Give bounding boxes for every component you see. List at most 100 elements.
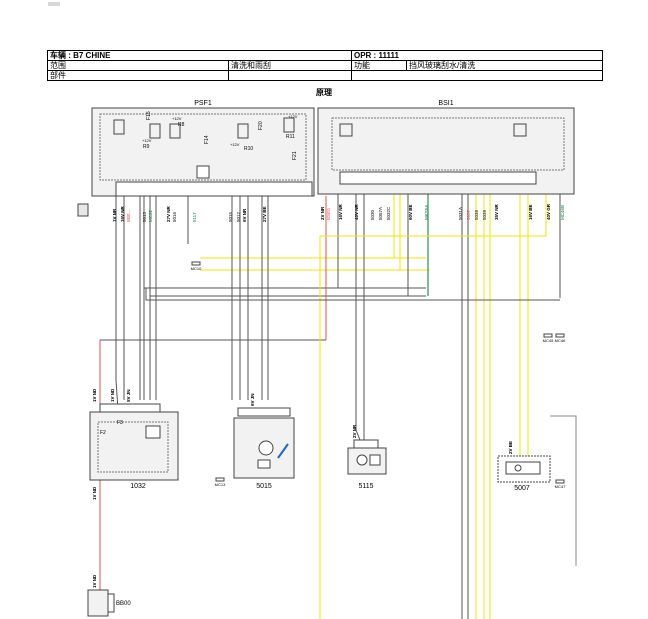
bsi1-wire-5031a: 5031A (458, 207, 463, 220)
supply-4: +12V (288, 114, 298, 119)
c1032-connector (99, 403, 161, 413)
cross-wire (145, 288, 560, 301)
bsi1-conn-16v-be: 16V BE (528, 204, 533, 220)
bsi1-wire-bsi01: BSI01 (326, 207, 331, 220)
bsi1-wire-5039: 5039 (482, 209, 487, 220)
fuse-f15-label: F15 (146, 111, 152, 120)
bb00-terminal (107, 593, 115, 613)
fuse-f14-label: F14 (204, 135, 210, 144)
bsi1-connector (339, 171, 537, 185)
motor-icon (258, 440, 274, 456)
psf1-switch (113, 119, 125, 135)
bsi1-drop-2 (355, 194, 361, 441)
ground-mc10 (191, 261, 201, 266)
header-table: 车辆 : B7 CHINE OPR : 11111 范围 清洗和雨刮 功能 挡风… (47, 50, 603, 81)
relay-r8 (149, 123, 161, 139)
wire-layer (99, 194, 577, 619)
bsi1-conn-60v-be: 60V BE (408, 204, 413, 220)
psf1-module (196, 165, 210, 179)
pump-icon (356, 454, 368, 466)
bsi1-wire-mc46b: MC46B (560, 205, 565, 220)
psf1-connector (115, 181, 313, 197)
c1032-conn-1v-nd: 1V ND (92, 388, 97, 402)
c5015-module (257, 459, 271, 469)
psf1-conn-16v-nr: 16V NR (120, 205, 125, 222)
c5115-module (369, 454, 381, 466)
diagram-title: 原理 (316, 88, 332, 97)
unit-1032: 1032 F2 F3 (89, 403, 179, 490)
bb00-box (87, 589, 109, 617)
fuse-f2-label: F2 (100, 430, 106, 436)
unit-bb00: BB00 (87, 589, 131, 617)
bsi1-wire-5057a: 5057A (378, 207, 383, 220)
supply-3: +12V (230, 142, 240, 147)
psf1-wire-5013: 5013 (142, 211, 147, 222)
psf1-conn-27v-be: 27V BE (262, 206, 267, 222)
ground-mc45-label: MC45 (543, 338, 554, 343)
unit-5015: 5015 (233, 407, 295, 490)
ground-mc10-label: MC10 (191, 266, 202, 271)
c5015-conn-6v-jn: 6V JN (250, 393, 255, 406)
unit-5007: 5007 (497, 455, 551, 492)
unit-5115: 5115 (347, 439, 387, 490)
scan-mark (48, 2, 60, 6)
psf1-label: PSF1 (194, 100, 212, 107)
ground-mc13 (215, 477, 225, 482)
relay-r9 (169, 123, 181, 139)
c5115-conn-2v-nr: 2V NR (352, 424, 357, 438)
unit-psf1: PSF1 R8 R9 R10 R11 F15 F14 F20 F21 +12V … (91, 100, 315, 197)
psf1-wire-5012: 5012 (236, 211, 241, 222)
psf1-conn-1v-nr: 1V NR (112, 208, 117, 222)
psf1-side-component (77, 203, 89, 217)
c1032-module (145, 425, 161, 439)
wiper-arm-icon (277, 443, 289, 459)
ground-mc45 (543, 333, 553, 338)
bsi1-wire-5032c: 5032C (386, 206, 391, 220)
bsi1-inner (331, 117, 565, 171)
psf1-box (91, 107, 315, 197)
psf1-inner (99, 113, 307, 181)
ground-mc46-label: MC46 (555, 338, 566, 343)
psf1-wire-bb0: BB0... (126, 210, 131, 222)
bsi1-wire-5038: 5038 (474, 209, 479, 220)
bsi1-conn-40v-nr: 40V NR (354, 203, 359, 220)
c5007-label: 5007 (514, 485, 530, 492)
bsi1-wire-5037: 5037 (466, 209, 471, 220)
psf1-drop-1 (115, 196, 119, 411)
bsi1-yellow-loop (319, 194, 547, 619)
bsi1-conn-16v-nr: 16V NR (338, 203, 343, 220)
relay-r9-label: R9 (143, 144, 150, 150)
c5007-box (497, 455, 551, 483)
supply-1: +12V (172, 116, 182, 121)
supply-2: +12V (142, 138, 152, 143)
bb00-conn-1v-nd: 1V ND (92, 574, 97, 588)
psf1-conn-27v-nr: 27V NR (166, 205, 171, 222)
c5115-label: 5115 (358, 483, 373, 490)
bsi1-relay-b (513, 123, 527, 137)
unit-bsi1: BSI1 (317, 100, 575, 195)
c1032-label: 1032 (130, 483, 146, 490)
c5015-label: 5015 (256, 483, 272, 490)
relay-r10-label: R10 (244, 146, 253, 152)
bsi1-conn-40v-gr: 40V GR (546, 203, 551, 220)
fuse-f21-label: F21 (292, 151, 298, 160)
c1032-inner (97, 421, 169, 473)
c5015-connector (237, 407, 291, 417)
relay-r11-label: R11 (286, 134, 295, 140)
ground-mc47 (555, 479, 565, 484)
psf1-wire-5117: 5117 (192, 212, 197, 222)
c5007-conn-2v-be: 2V BE (508, 441, 513, 454)
psf1-wire-5015: 5015 (228, 211, 233, 222)
c1032-conn-1v-nd-2: 1V ND (110, 388, 115, 402)
fuse-f3-label: F3 (117, 420, 123, 426)
dashed-wire-5007 (550, 415, 577, 566)
bsi1-conn-2v-nr: 2V NR (320, 206, 325, 220)
relay-r8-label: R8 (178, 122, 185, 128)
c5115-connector (353, 439, 379, 449)
c5007-sensor (505, 461, 541, 475)
ground-mc13-label: MC13 (215, 482, 226, 487)
bb00-label: BB00 (116, 601, 131, 607)
psf1-wire-5016: 5016 (172, 211, 177, 222)
